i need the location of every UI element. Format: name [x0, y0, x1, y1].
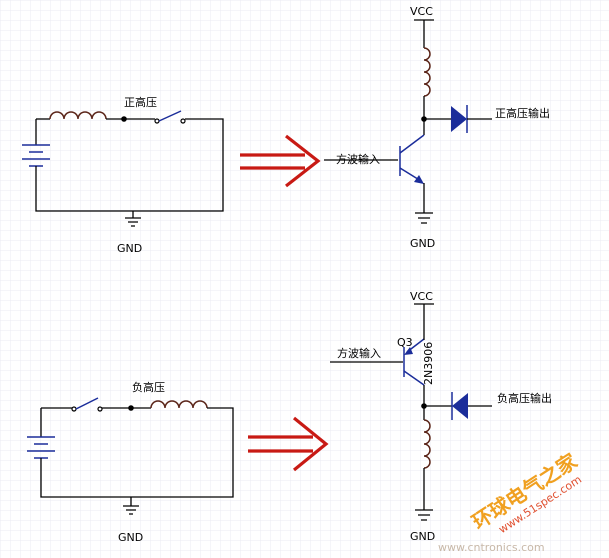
- bottom-right-circuit: VCC Q3 2N3906 方波输入 负高压输出 GND: [330, 290, 552, 543]
- gnd-label: GND: [410, 530, 435, 543]
- battery-icon: [27, 436, 55, 470]
- bottom-left-circuit: 负高压 GND: [27, 380, 234, 544]
- gnd-label: GND: [118, 531, 143, 544]
- switch-icon: [154, 110, 186, 124]
- square-wave-input-label: 方波输入: [336, 152, 380, 166]
- wire: [35, 118, 224, 212]
- ground-icon: [415, 212, 433, 224]
- positive-hv-label: 正高压: [124, 95, 157, 109]
- npn-transistor-icon: [399, 134, 425, 184]
- top-left-circuit: 正高压 GND: [22, 95, 224, 255]
- ground-icon: [123, 505, 139, 515]
- battery-icon: [22, 144, 50, 172]
- inductor-icon: [49, 111, 107, 120]
- pnp-transistor-icon: [403, 338, 425, 386]
- vcc-label: VCC: [410, 5, 433, 18]
- vcc-label: VCC: [410, 290, 433, 303]
- negative-hv-label: 负高压: [132, 380, 165, 394]
- positive-hv-output-label: 正高压输出: [495, 106, 550, 120]
- junction-dot: [128, 405, 134, 411]
- diode-icon: [451, 392, 468, 420]
- watermark-footer: www.cntronics.com: [438, 541, 545, 554]
- top-right-circuit: VCC 正高压输出 方波输入 GND: [324, 5, 550, 250]
- arrow-icon: [240, 134, 321, 188]
- arrow-icon: [248, 416, 329, 472]
- wire: [40, 407, 234, 498]
- switch-icon: [71, 397, 103, 412]
- ground-icon: [125, 217, 141, 227]
- inductor-icon: [423, 47, 431, 97]
- transistor-ref-label: Q3: [397, 336, 413, 349]
- gnd-label: GND: [117, 242, 142, 255]
- inductor-icon: [423, 419, 431, 469]
- gnd-label: GND: [410, 237, 435, 250]
- junction-dot: [121, 116, 127, 122]
- square-wave-input-label: 方波输入: [337, 346, 381, 360]
- transistor-part-label: 2N3906: [422, 342, 435, 385]
- negative-hv-output-label: 负高压输出: [497, 391, 552, 405]
- ground-icon: [415, 509, 433, 521]
- inductor-icon: [150, 400, 208, 409]
